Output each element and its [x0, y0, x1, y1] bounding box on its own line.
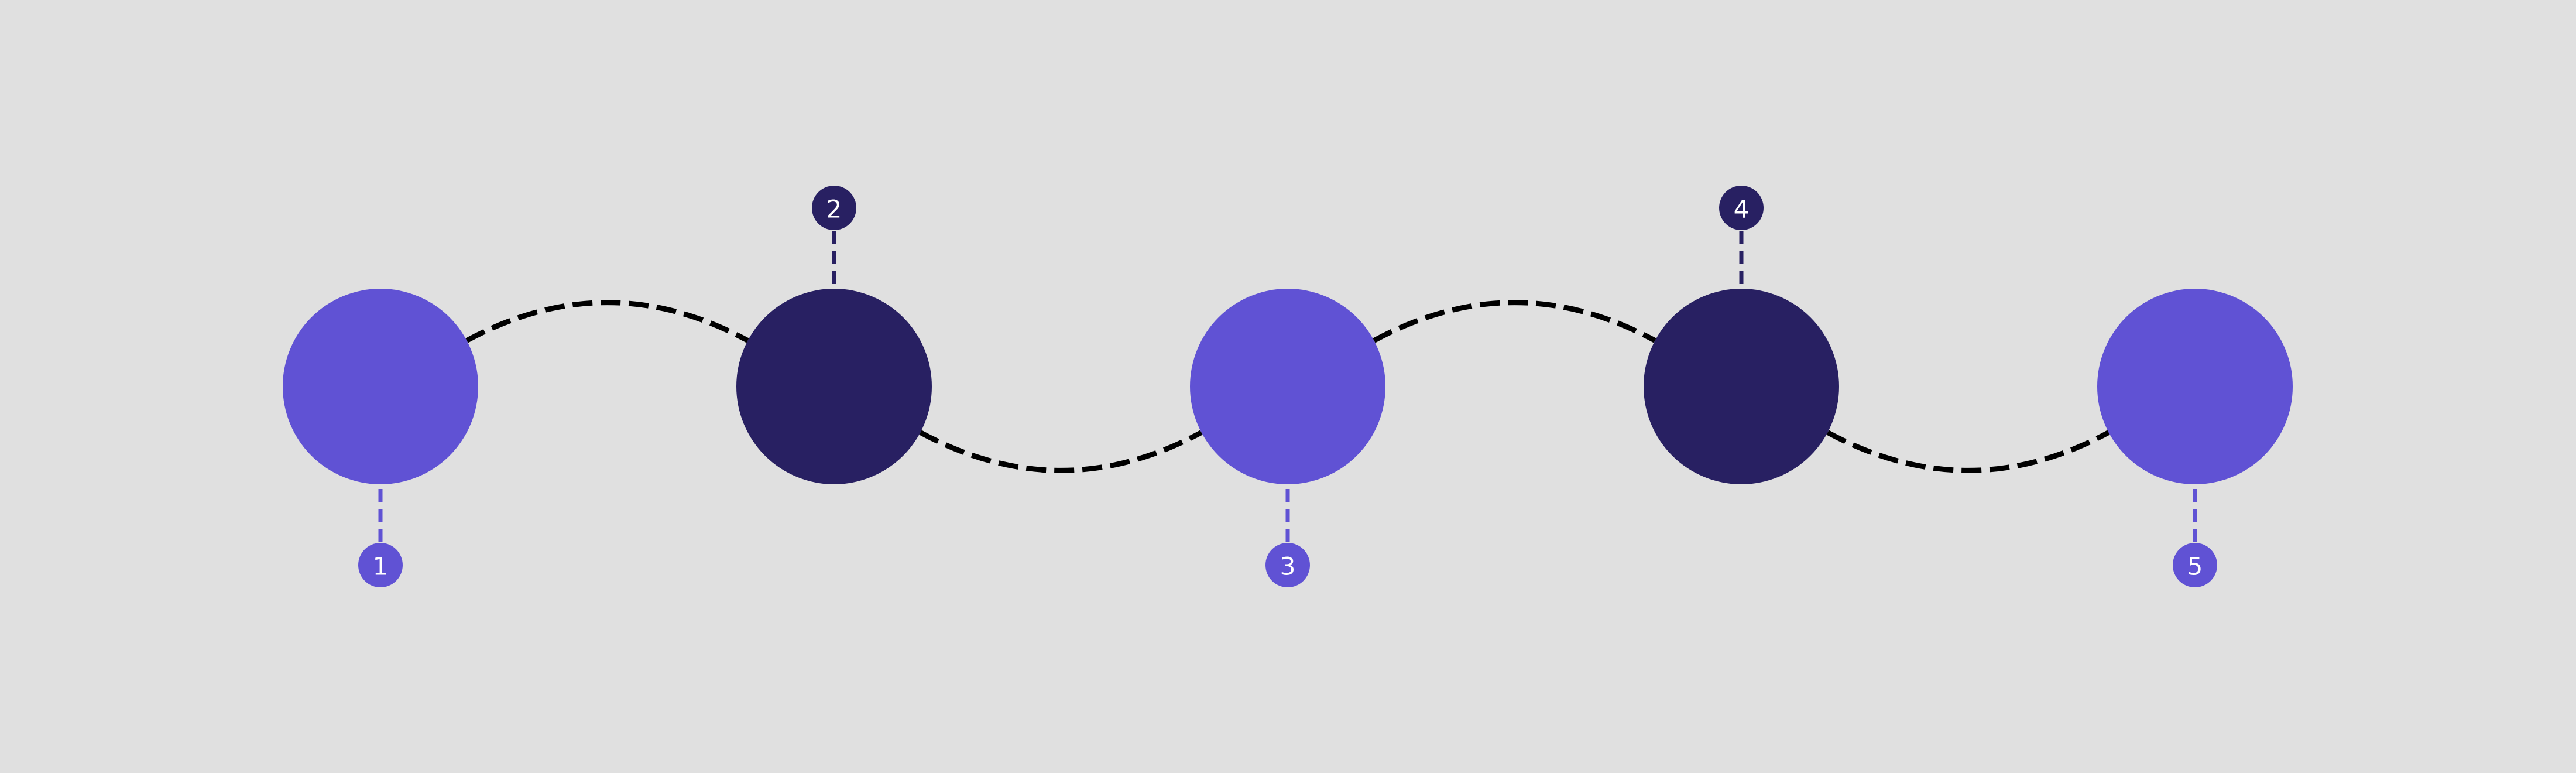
badge-circle-4 [1719, 186, 1764, 230]
connector-layer [465, 300, 2110, 473]
connector-1-2 [465, 300, 749, 343]
node-layer [283, 289, 2293, 484]
badge-label-1: 1 [373, 552, 389, 581]
badge-2: 2 [812, 186, 856, 230]
connector-3-4 [1373, 300, 1656, 343]
badge-label-5: 5 [2187, 552, 2203, 581]
badge-circle-2 [812, 186, 856, 230]
node-3 [1190, 289, 1385, 484]
node-1 [283, 289, 478, 484]
node-2 [736, 289, 932, 484]
stem-layer [378, 230, 2197, 543]
node-5 [2097, 289, 2293, 484]
badge-4: 4 [1719, 186, 1764, 230]
node-4 [1644, 289, 1839, 484]
badge-label-3: 3 [1280, 552, 1296, 581]
connector-2-3 [919, 430, 1203, 473]
badge-circle-5 [2173, 543, 2217, 587]
badge-circle-1 [358, 543, 403, 587]
badge-3: 3 [1265, 543, 1310, 587]
badge-label-4: 4 [1734, 195, 1750, 224]
badge-label-2: 2 [826, 195, 842, 224]
badge-layer: 1 2 3 4 5 [358, 186, 2217, 587]
badge-circle-3 [1265, 543, 1310, 587]
connector-4-5 [1826, 430, 2110, 473]
badge-1: 1 [358, 543, 403, 587]
badge-5: 5 [2173, 543, 2217, 587]
